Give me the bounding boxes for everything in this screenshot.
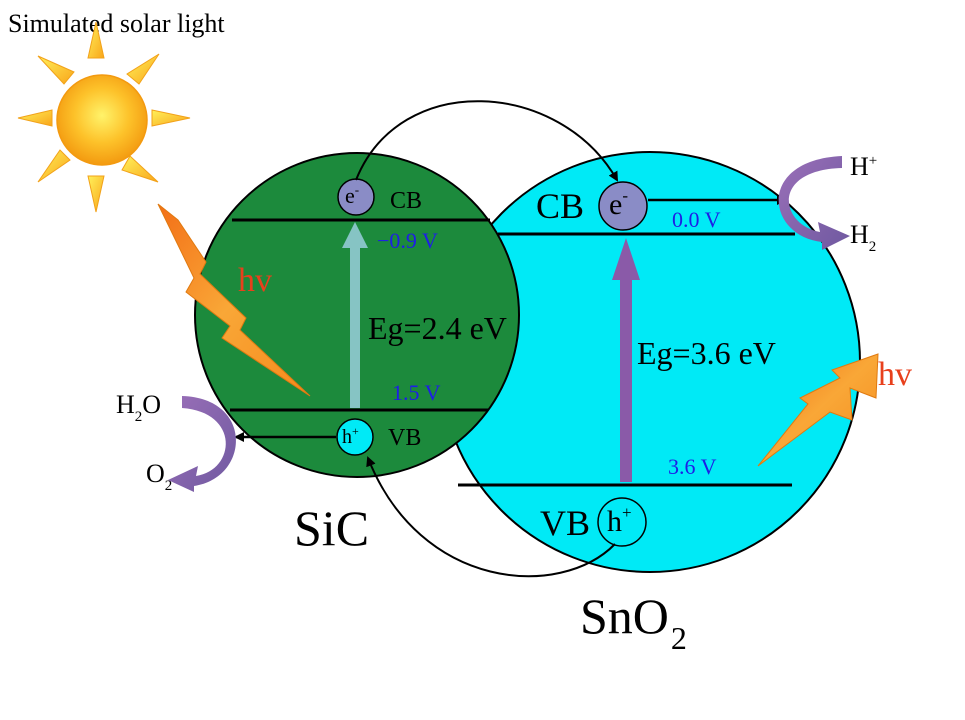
sic-vb-potential: 1.5 V [392,380,441,405]
sno2-electron: e- [598,181,648,231]
svg-text:h+: h+ [607,503,632,538]
sno2-name: SnO2 [580,588,687,656]
sic-cb-potential: −0.9 V [377,228,438,253]
hv-label-right: hv [878,356,912,393]
sno2-cb-potential: 0.0 V [672,207,721,232]
sno2-hole: h+ [597,497,647,547]
sno2-vb-label: VB [540,503,590,543]
sic-vb-label: VB [388,425,421,451]
h2o-label: H2O [116,390,161,425]
hv-label-left: hv [238,262,272,299]
oxidation-curve-arrow [168,396,237,492]
hole-transfer-arrow [366,456,616,578]
sic-band-gap: Eg=2.4 eV [368,310,507,346]
reduction-curve-arrow [778,156,850,250]
svg-text:e-: e- [609,186,628,221]
h-plus-label: H+ [850,152,877,181]
svg-text:h+: h+ [342,424,359,448]
diagram-title: Simulated solar light [8,9,225,38]
sic-electron: e- [337,178,375,216]
sic-name: SiC [294,500,369,556]
sic-hole: h+ [336,418,374,456]
svg-text:e-: e- [345,182,359,208]
sun-icon [17,21,191,213]
o2-label: O2 [146,459,172,494]
sno2-cb-label: CB [536,186,584,226]
sic-cb-label: CB [390,188,422,214]
sno2-band-gap: Eg=3.6 eV [637,335,776,371]
lightning-bolt-left-icon [157,203,311,397]
electron-transfer-arrow [355,100,618,182]
h2-label: H2 [850,220,876,255]
lightning-bolt-right-icon [757,353,879,467]
sno2-excitation-arrow [612,238,640,482]
sic-excitation-arrow [342,222,368,408]
sno2-vb-potential: 3.6 V [668,454,717,479]
